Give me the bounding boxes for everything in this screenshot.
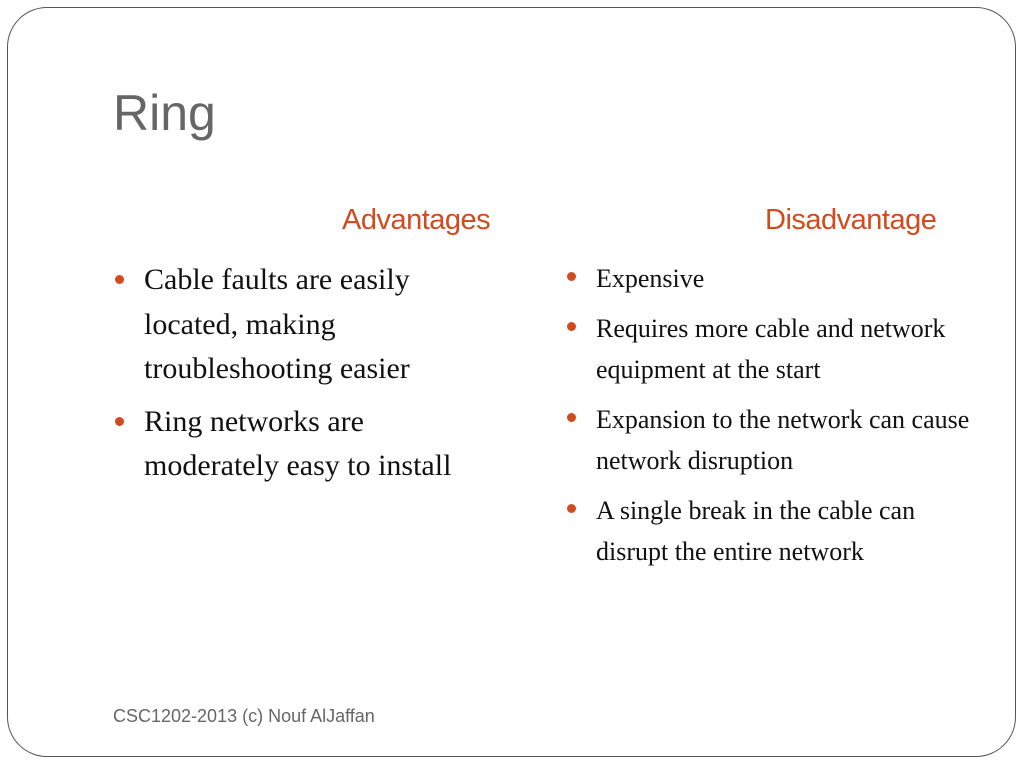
list-item-text: Expansion to the network can cause netwo…: [596, 405, 970, 475]
list-item: Cable faults are easily located, making …: [115, 258, 504, 392]
advantages-heading: Advantages: [342, 204, 491, 236]
slide-footer: CSC1202-2013 (c) Nouf AlJaffan: [113, 706, 375, 726]
bullet-dot-icon: [115, 416, 124, 426]
slide-title: Ring: [113, 85, 216, 141]
bullet-dot-icon: [567, 504, 576, 513]
advantages-list: Cable faults are easily located, making …: [115, 258, 504, 497]
list-item-text: Expensive: [596, 264, 705, 293]
list-item-text: Cable faults are easily located, making …: [144, 263, 410, 385]
bullet-dot-icon: [567, 322, 576, 331]
bullet-dot-icon: [115, 275, 124, 284]
slide-frame: [7, 7, 1016, 757]
list-item: Expensive: [567, 258, 976, 299]
list-item: Ring networks are moderately easy to ins…: [115, 400, 504, 489]
bullet-dot-icon: [567, 413, 576, 422]
disadvantages-list: Expensive Requires more cable and networ…: [567, 258, 976, 581]
disadvantages-heading: Disadvantage: [765, 204, 937, 236]
list-item-text: Requires more cable and network equipmen…: [596, 314, 946, 384]
list-item: Expansion to the network can cause netwo…: [567, 399, 976, 481]
list-item-text: A single break in the cable can disrupt …: [596, 496, 916, 566]
list-item-text: Ring networks are moderately easy to ins…: [144, 404, 452, 483]
list-item: A single break in the cable can disrupt …: [567, 490, 976, 572]
bullet-dot-icon: [567, 272, 576, 281]
list-item: Requires more cable and network equipmen…: [567, 308, 976, 390]
